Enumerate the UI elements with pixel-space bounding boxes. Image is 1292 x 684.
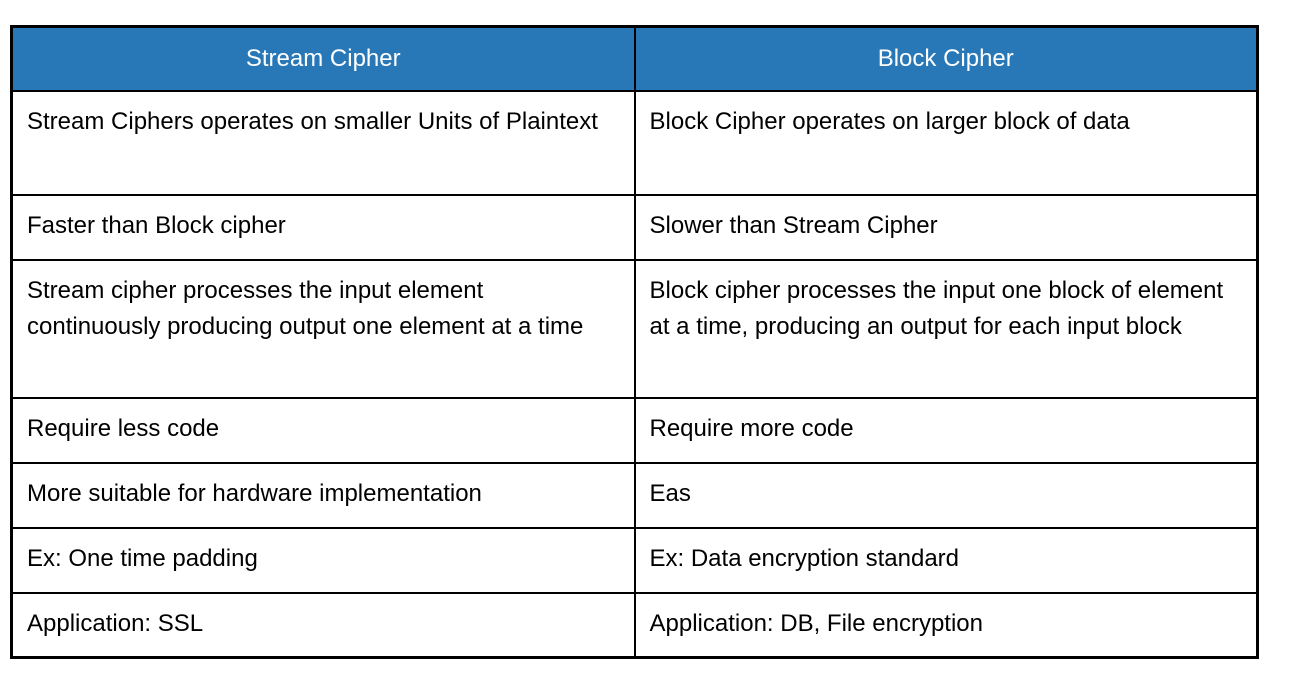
cipher-comparison-table: Stream Cipher Block Cipher Stream Cipher… (10, 25, 1259, 659)
cell-block-example: Ex: Data encryption standard (633, 526, 1259, 594)
cell-block-speed: Slower than Stream Cipher (633, 193, 1259, 261)
header-row: Stream Cipher Block Cipher (10, 25, 1259, 92)
table-row: Faster than Block cipher Slower than Str… (10, 193, 1259, 261)
cell-stream-suitability: More suitable for hardware implementatio… (10, 461, 636, 529)
table-row: Require less code Require more code (10, 396, 1259, 464)
table-row: Application: SSL Application: DB, File e… (10, 591, 1259, 659)
table-row: Ex: One time padding Ex: Data encryption… (10, 526, 1259, 594)
cell-stream-speed: Faster than Block cipher (10, 193, 636, 261)
cell-stream-application: Application: SSL (10, 591, 636, 659)
table-body: Stream Ciphers operates on smaller Units… (10, 89, 1259, 659)
cell-block-processing: Block cipher processes the input one blo… (633, 258, 1259, 399)
table-row: More suitable for hardware implementatio… (10, 461, 1259, 529)
cell-block-application: Application: DB, File encryption (633, 591, 1259, 659)
cell-stream-example: Ex: One time padding (10, 526, 636, 594)
cell-stream-processing: Stream cipher processes the input elemen… (10, 258, 636, 399)
cell-block-code: Require more code (633, 396, 1259, 464)
col-header-stream-cipher: Stream Cipher (10, 25, 636, 92)
table-header: Stream Cipher Block Cipher (10, 25, 1259, 92)
col-header-block-cipher: Block Cipher (633, 25, 1259, 92)
table-row: Stream Ciphers operates on smaller Units… (10, 89, 1259, 196)
cell-block-units: Block Cipher operates on larger block of… (633, 89, 1259, 196)
cell-block-suitability: Eas (633, 461, 1259, 529)
table-row: Stream cipher processes the input elemen… (10, 258, 1259, 399)
cell-stream-units: Stream Ciphers operates on smaller Units… (10, 89, 636, 196)
cell-stream-code: Require less code (10, 396, 636, 464)
